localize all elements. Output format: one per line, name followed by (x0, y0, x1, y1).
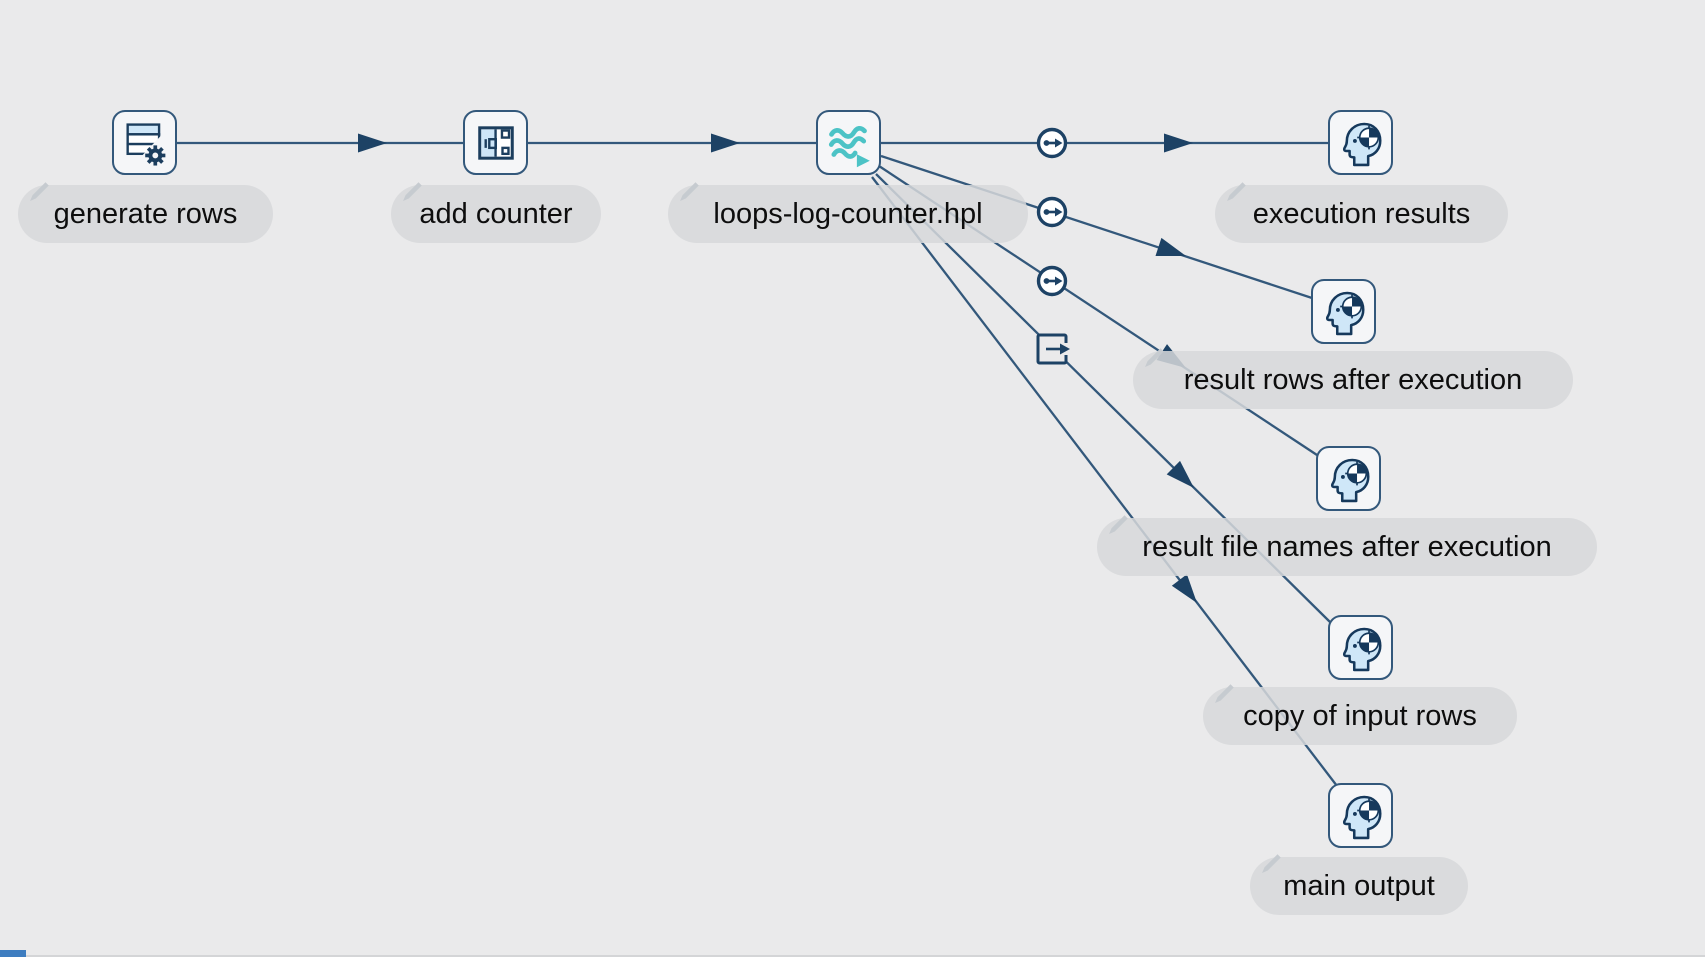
transform-label-generate-rows[interactable]: generate rows (18, 182, 273, 243)
transform-node-copy-of-input-rows[interactable] (1328, 615, 1393, 680)
head-target-icon (1342, 122, 1382, 166)
target-circle-icon[interactable] (1036, 127, 1068, 159)
transform-label-text: execution results (1252, 197, 1471, 230)
arrowhead-icon (358, 133, 387, 153)
hop-pipeline-to-result-rows[interactable] (880, 154, 1313, 300)
transform-label-main-output[interactable]: main output (1250, 854, 1468, 915)
transform-label-pipeline-executor[interactable]: loops-log-counter.hpl (668, 182, 1028, 243)
canvas-bottom-edge (0, 955, 1705, 957)
edit-pencil-icon (1109, 515, 1128, 534)
transform-label-text: add counter (419, 197, 573, 230)
transform-node-execution-results[interactable] (1328, 110, 1393, 175)
transform-node-add-counter[interactable] (463, 110, 528, 175)
edit-pencil-icon (1215, 684, 1234, 703)
transform-label-text: loops-log-counter.hpl (713, 197, 983, 230)
table-gear-icon (125, 122, 166, 166)
arrowhead-icon (1171, 574, 1197, 603)
edit-pencil-icon (403, 182, 422, 201)
arrowhead-icon (711, 133, 740, 153)
transform-label-execution-results[interactable]: execution results (1215, 182, 1508, 243)
transform-label-text: copy of input rows (1243, 699, 1477, 732)
transform-node-main-output[interactable] (1328, 783, 1393, 848)
io-counter-icon (477, 125, 514, 160)
arrowhead-icon (1155, 237, 1186, 256)
head-target-icon (1325, 291, 1365, 335)
arrowhead-icon (1166, 460, 1194, 488)
transform-label-copy-of-input-rows[interactable]: copy of input rows (1203, 684, 1517, 745)
transform-node-pipeline-executor[interactable] (816, 110, 881, 175)
transform-node-result-rows[interactable] (1311, 279, 1376, 344)
target-circle-icon[interactable] (1036, 196, 1068, 228)
transform-label-text: result file names after execution (1142, 530, 1552, 563)
edit-pencil-icon (1262, 854, 1281, 873)
hop-arrowheads (358, 133, 1197, 603)
head-target-icon (1330, 458, 1370, 502)
edit-pencil-icon (680, 182, 699, 201)
transform-node-generate-rows[interactable] (112, 110, 177, 175)
pipeline-waves-icon (828, 125, 870, 167)
transform-label-result-rows[interactable]: result rows after execution (1133, 348, 1573, 409)
copy-output-icon[interactable] (1036, 333, 1070, 365)
hop-pipeline-to-main-output[interactable] (871, 176, 1338, 787)
transform-label-text: result rows after execution (1183, 363, 1523, 396)
head-target-icon (1342, 795, 1382, 839)
window-corner-fragment (0, 950, 26, 957)
edit-pencil-icon (30, 182, 49, 201)
edit-pencil-icon (1227, 182, 1246, 201)
transform-node-result-file-names[interactable] (1316, 446, 1381, 511)
edit-pencil-icon (1145, 348, 1164, 367)
transform-label-text: generate rows (53, 197, 238, 230)
arrowhead-icon (1164, 133, 1193, 153)
target-circle-icon[interactable] (1036, 265, 1068, 297)
transform-label-text: main output (1283, 869, 1435, 902)
head-target-icon (1342, 627, 1382, 671)
transform-label-result-file-names[interactable]: result file names after execution (1097, 515, 1597, 576)
transform-label-add-counter[interactable]: add counter (391, 182, 601, 243)
